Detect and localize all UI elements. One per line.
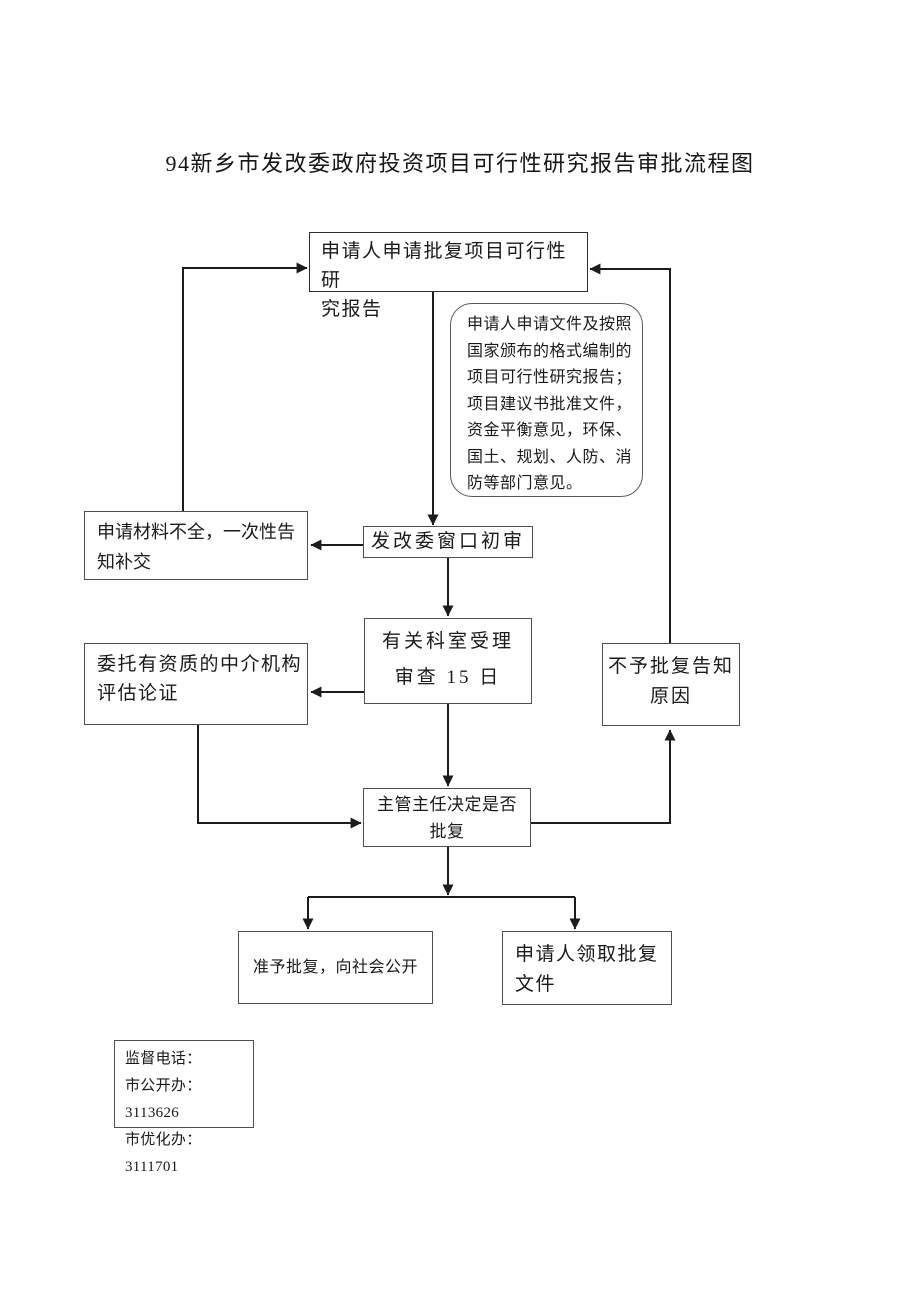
flow-node-department-acceptance: 有关科室受理 审查 15 日 <box>364 618 532 704</box>
connector-director-to-noapproval <box>531 729 676 824</box>
flow-node-window-preliminary-review: 发改委窗口初审 <box>363 526 533 558</box>
flow-node-no-approval-notice: 不予批复告知 原因 <box>602 643 740 726</box>
supervision-phone-box: 监督电话： 市公开办：3113626 市优化办：3111701 <box>114 1040 254 1175</box>
connector-incomplete-to-apply <box>182 262 308 511</box>
connector-entrust-to-director <box>197 725 362 829</box>
flow-node-incomplete-materials: 申请材料不全，一次性告 知补交 <box>84 511 308 580</box>
flow-note-required-documents: 申请人申请文件及按照 国家颁布的格式编制的 项目可行性研究报告； 项目建议书批准… <box>450 303 643 497</box>
flow-node-receive-approval-documents: 申请人领取批复 文件 <box>502 931 672 1005</box>
flow-node-approve-publicize: 准予批复，向社会公开 <box>238 931 433 1004</box>
flow-node-applicant-request: 申请人申请批复项目可行性研 究报告 <box>309 232 588 320</box>
flow-node-director-decision: 主管主任决定是否 批复 <box>363 788 531 847</box>
page-title: 94新乡市发改委政府投资项目可行性研究报告审批流程图 <box>165 151 755 176</box>
flow-node-entrust-intermediary: 委托有资质的中介机构 评估论证 <box>84 643 308 725</box>
